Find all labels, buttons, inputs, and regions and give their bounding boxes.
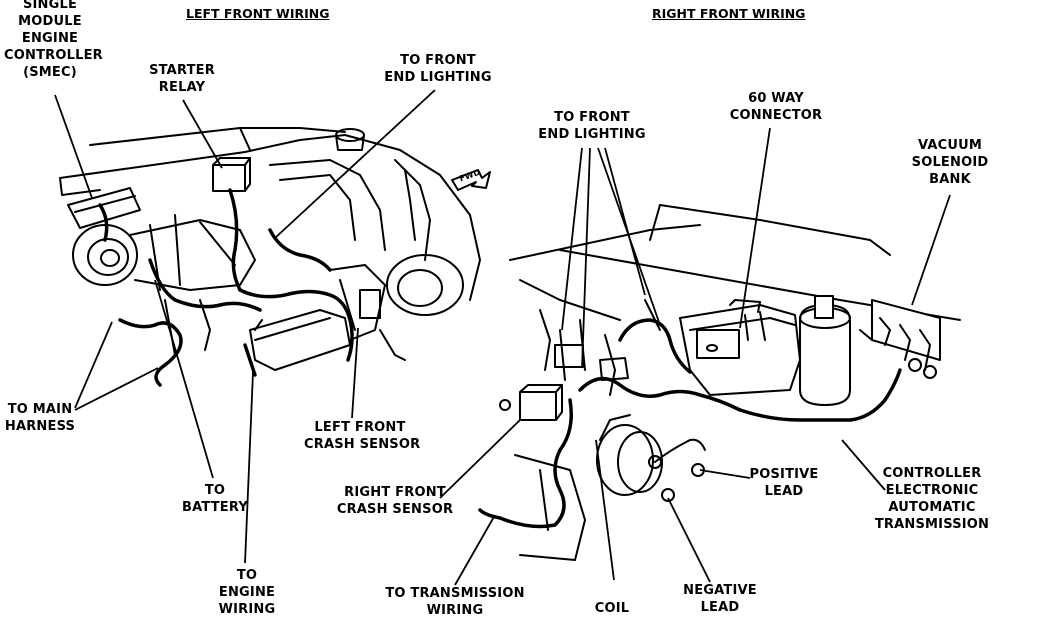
right-front-wiring-title: RIGHT FRONT WIRING [652,6,806,21]
left-engine-bay-drawing [59,127,491,387]
to-main-harness-label: TO MAIN HARNESS [4,402,76,434]
left-front-wiring-title: LEFT FRONT WIRING [186,6,330,21]
left-front-crash-sensor-label: LEFT FRONT CRASH SENSOR [304,420,421,452]
positive-lead-label: POSITIVE LEAD [749,467,819,499]
to-engine-wiring-label: TO ENGINE WIRING [218,568,276,617]
right-engine-bay-drawing [478,204,961,561]
negative-lead-label: NEGATIVE LEAD [683,583,757,615]
to-front-end-lighting-left-label: TO FRONT END LIGHTING [384,53,492,85]
to-battery-label: TO BATTERY [182,483,248,515]
coil-label: COIL [594,601,630,616]
right-front-crash-sensor-label: RIGHT FRONT CRASH SENSOR [336,485,454,517]
to-transmission-wiring-label: TO TRANSMISSION WIRING [385,586,525,618]
vacuum-solenoid-bank-label: VACUUM SOLENOID BANK [911,138,989,187]
controller-electronic-automatic-transmission-label: CONTROLLER ELECTRONIC AUTOMATIC TRANSMIS… [874,466,990,532]
starter-relay-label: STARTER RELAY [149,63,215,95]
to-front-end-lighting-right-label: TO FRONT END LIGHTING [538,110,646,142]
smec-label: SINGLE MODULE ENGINE CONTROLLER (SMEC) [4,0,103,80]
sixty-way-connector-label: 60 WAY CONNECTOR [729,91,823,123]
